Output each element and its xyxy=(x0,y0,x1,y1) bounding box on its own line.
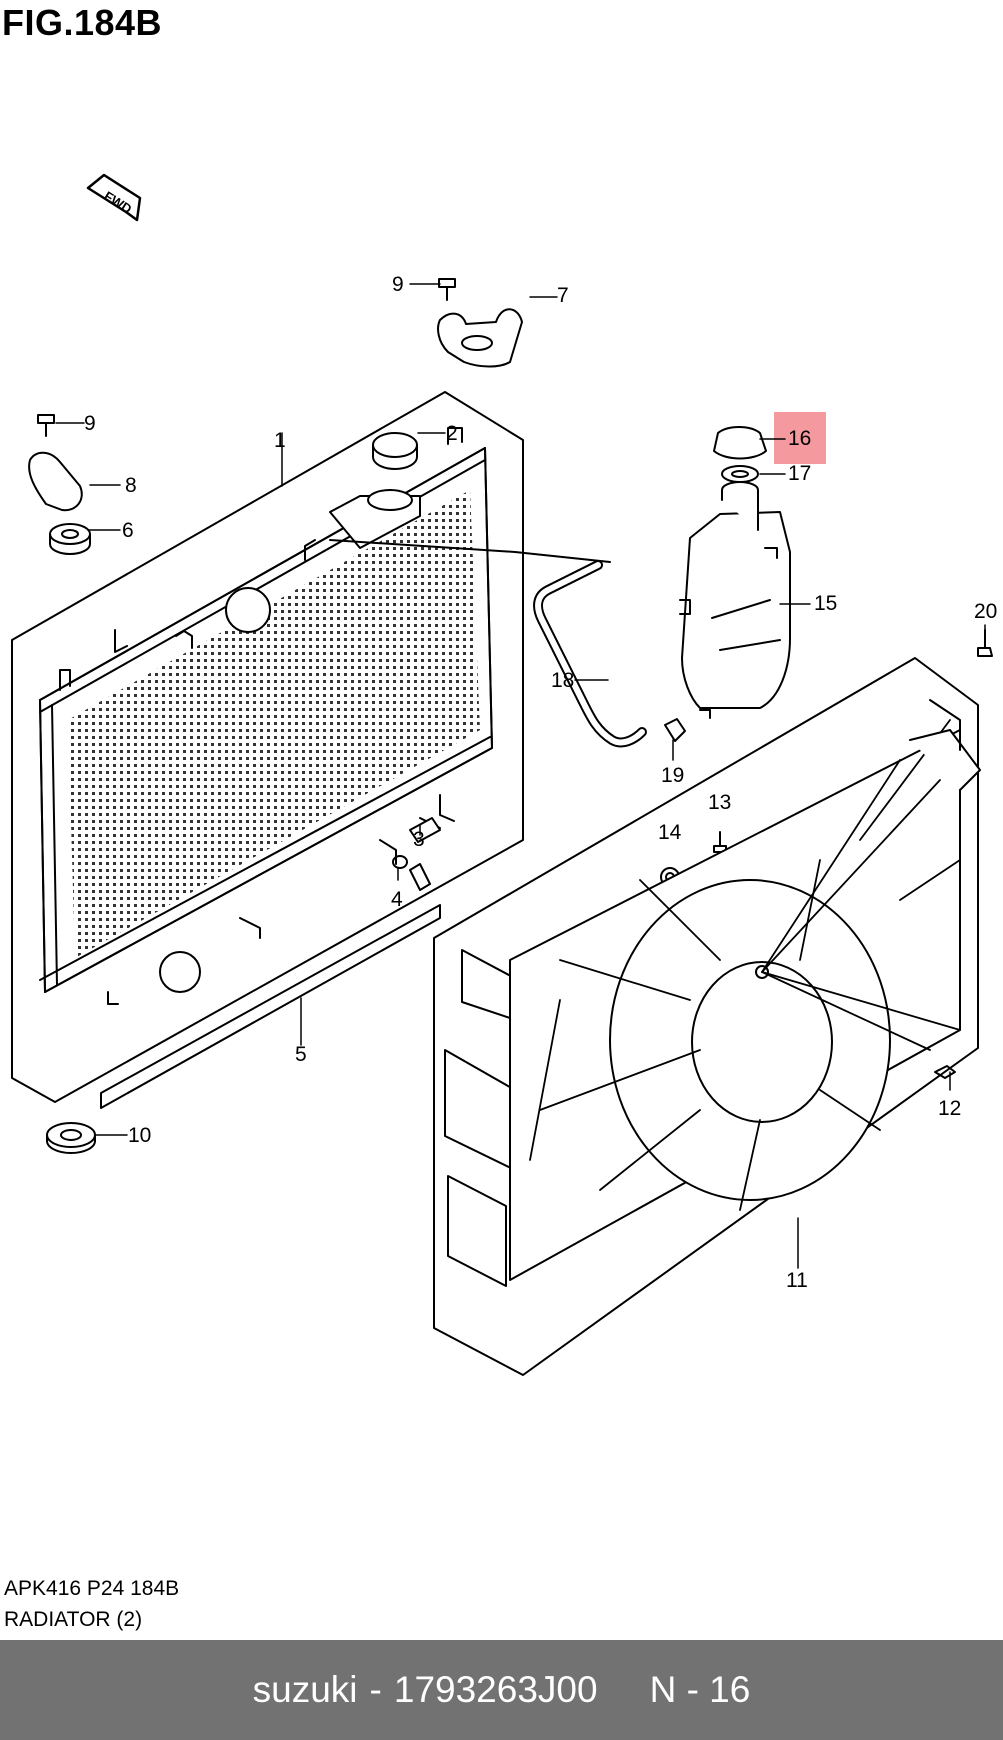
footer-position-label: N - 16 xyxy=(649,1669,751,1710)
clip-19 xyxy=(664,718,686,742)
diagram-reference-name: RADIATOR (2) xyxy=(4,1608,143,1631)
callout-12: 12 xyxy=(938,1097,962,1120)
fan-shroud-11 xyxy=(444,699,981,1287)
callout-20: 20 xyxy=(974,600,998,623)
bolt-9-top xyxy=(438,278,456,301)
callout-14: 14 xyxy=(658,821,682,844)
callout-4: 4 xyxy=(391,888,403,911)
radiator-group-frame xyxy=(11,391,524,1103)
callout-9-left: 9 xyxy=(84,412,96,435)
diagram-reference-code: APK416 P24 184B xyxy=(4,1577,180,1600)
footer-part-number: 1793263J00 xyxy=(393,1669,598,1710)
callout-11: 11 xyxy=(786,1269,808,1292)
callout-19: 19 xyxy=(661,764,685,787)
callout-6: 6 xyxy=(122,519,134,542)
callout-8: 8 xyxy=(125,474,137,497)
callout-9-top: 9 xyxy=(392,273,404,296)
figure-title: FIG.184B xyxy=(2,2,163,43)
grommet-10 xyxy=(46,1122,96,1154)
footer-brand: suzuki xyxy=(252,1669,358,1710)
seal-17 xyxy=(721,465,759,483)
forward-arrow-icon: FWD xyxy=(86,173,142,222)
bracket-8 xyxy=(28,451,83,512)
callout-10: 10 xyxy=(128,1124,152,1147)
callout-2: 2 xyxy=(446,422,458,445)
callout-18: 18 xyxy=(551,669,575,692)
callout-1: 1 xyxy=(274,429,286,452)
callout-13: 13 xyxy=(708,791,732,814)
reservoir-cap-16 xyxy=(713,426,767,460)
callout-7: 7 xyxy=(557,284,569,307)
callout-15: 15 xyxy=(814,592,838,615)
footer-separator: - xyxy=(369,1669,382,1710)
fan-shroud-group-frame xyxy=(433,657,979,1376)
footer-bar: suzuki - 1793263J00 N - 16 xyxy=(0,1640,1003,1740)
screw-13 xyxy=(713,831,727,853)
callout-3: 3 xyxy=(413,828,425,851)
seal-strip-5 xyxy=(100,904,441,1109)
bolt-20 xyxy=(977,629,993,657)
callout-17: 17 xyxy=(788,462,812,485)
parts-diagram: FWD xyxy=(11,173,993,1376)
reservoir-tank-15 xyxy=(679,481,791,719)
callout-5: 5 xyxy=(295,1043,307,1066)
grommet-6 xyxy=(49,523,91,555)
highlight-box-part-16 xyxy=(774,412,826,464)
callout-16: 16 xyxy=(788,427,812,450)
bolt-9-left xyxy=(37,414,55,437)
radiator-cap xyxy=(372,432,418,470)
radiator xyxy=(39,427,493,1005)
